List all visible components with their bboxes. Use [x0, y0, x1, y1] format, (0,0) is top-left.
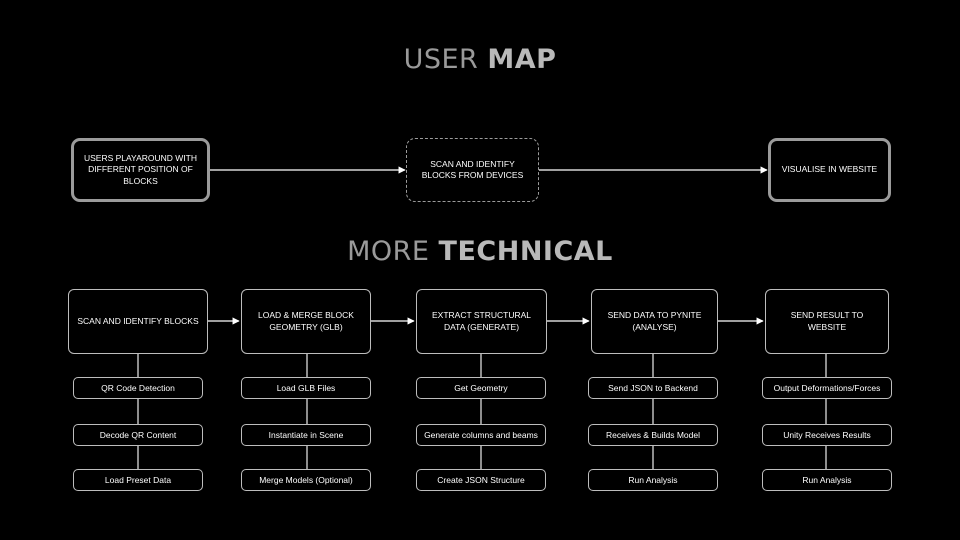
step-get-geometry: Get Geometry: [416, 377, 546, 399]
step-instantiate: Instantiate in Scene: [241, 424, 371, 446]
step-create-json: Create JSON Structure: [416, 469, 546, 491]
user-map-box-visualise: VISUALISE IN WEBSITE: [768, 138, 891, 202]
tech-box-extract: EXTRACT STRUCTURAL DATA (GENERATE): [416, 289, 547, 354]
technical-title: MORE TECHNICAL: [0, 236, 960, 267]
step-output-deformations: Output Deformations/Forces: [762, 377, 892, 399]
step-load-glb: Load GLB Files: [241, 377, 371, 399]
step-merge-models: Merge Models (Optional): [241, 469, 371, 491]
step-run-analysis: Run Analysis: [588, 469, 718, 491]
tech-box-scan: SCAN AND IDENTIFY BLOCKS: [68, 289, 208, 354]
title-light-text: USER: [403, 44, 488, 75]
tech-box-load-merge: LOAD & MERGE BLOCK GEOMETRY (GLB): [241, 289, 371, 354]
user-map-title: USER MAP: [0, 44, 960, 75]
step-send-json: Send JSON to Backend: [588, 377, 718, 399]
step-decode-qr: Decode QR Content: [73, 424, 203, 446]
title-bold-text: MAP: [487, 44, 557, 75]
title-light-text: MORE: [347, 236, 439, 267]
step-builds-model: Receives & Builds Model: [588, 424, 718, 446]
user-map-box-play: USERS PLAYAROUND WITH DIFFERENT POSITION…: [71, 138, 210, 202]
title-bold-text: TECHNICAL: [438, 236, 613, 267]
step-unity-receives: Unity Receives Results: [762, 424, 892, 446]
step-generate-columns: Generate columns and beams: [416, 424, 546, 446]
tech-box-pynite: SEND DATA TO PYNITE (ANALYSE): [591, 289, 718, 354]
step-qr-detection: QR Code Detection: [73, 377, 203, 399]
tech-box-result: SEND RESULT TO WEBSITE: [765, 289, 889, 354]
user-map-box-scan: SCAN AND IDENTIFY BLOCKS FROM DEVICES: [406, 138, 539, 202]
step-load-preset: Load Preset Data: [73, 469, 203, 491]
step-run-analysis-2: Run Analysis: [762, 469, 892, 491]
